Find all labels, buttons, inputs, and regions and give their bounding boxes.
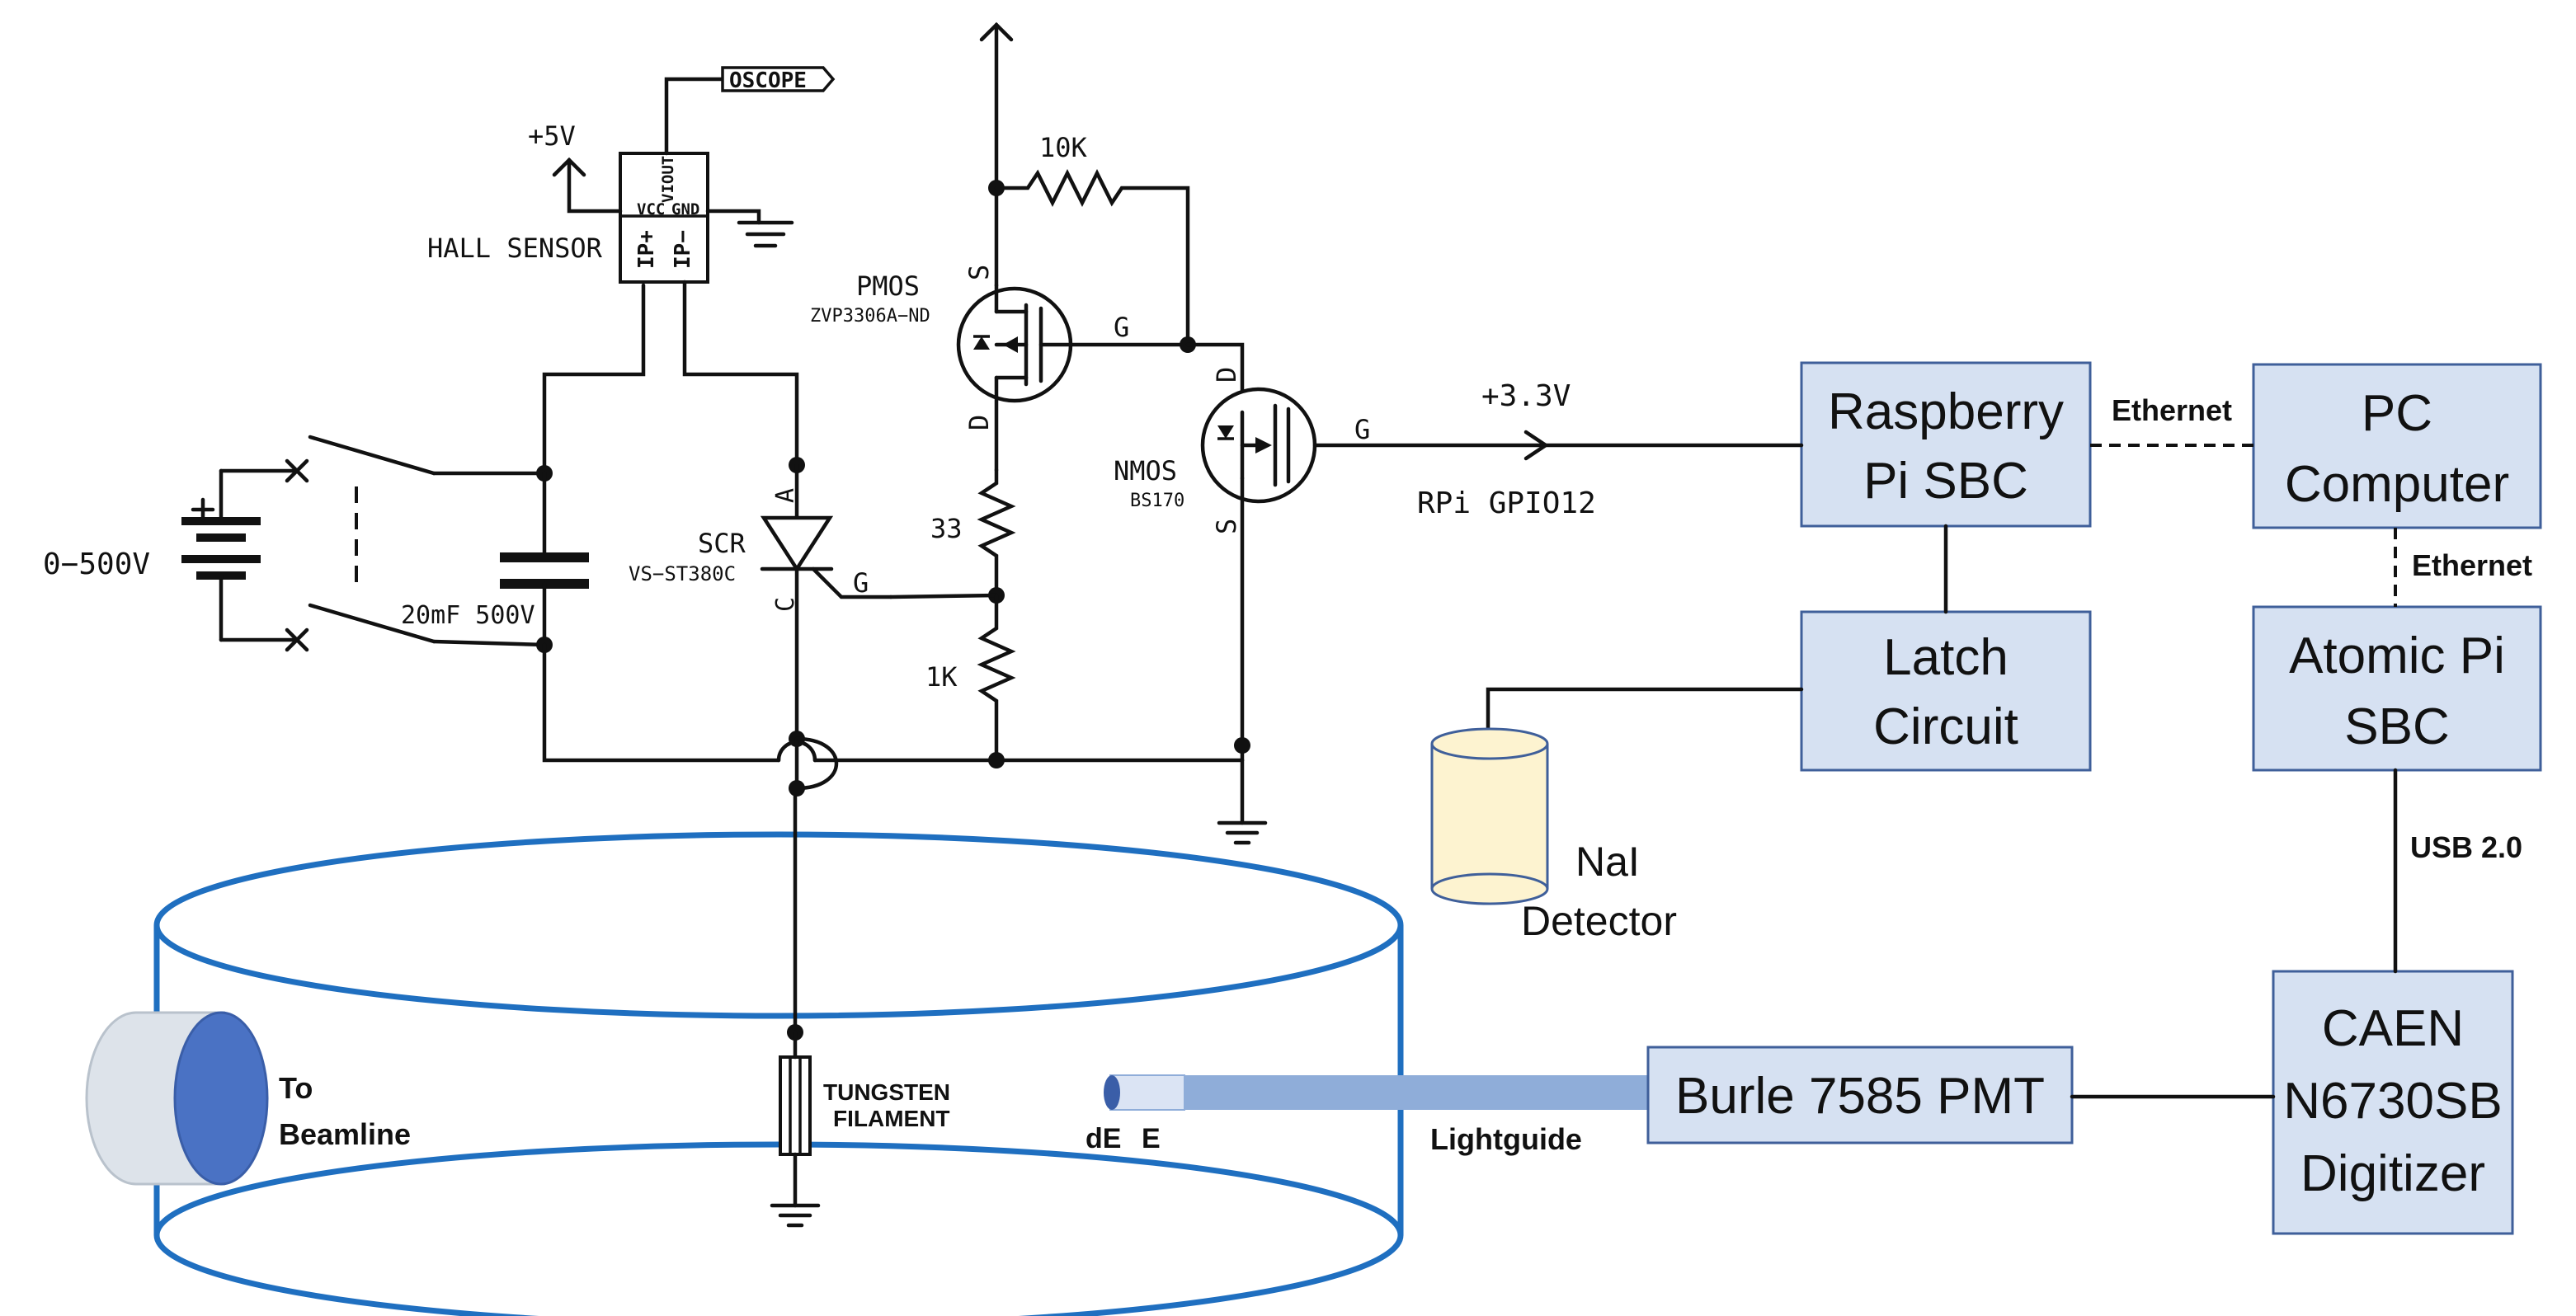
scr-cathode: C	[771, 597, 800, 612]
gpio-label: RPi GPIO12	[1417, 486, 1596, 520]
raspberry-label-2: Pi SBC	[1863, 453, 2028, 510]
raspberry-label-1: Raspberry	[1828, 383, 2064, 440]
hall-sensor	[619, 152, 709, 284]
nmos-part: BS170	[1130, 491, 1184, 511]
chamber-bottom-ellipse	[153, 1141, 1404, 1316]
beamline-label-2: Beamline	[279, 1117, 411, 1151]
nmos-gate: G	[1354, 414, 1370, 445]
atomic-pi-block[interactable]: Atomic Pi SBC	[2252, 605, 2542, 772]
usb-label: USB 2.0	[2410, 830, 2522, 864]
ethernet-label-h: Ethernet	[2112, 393, 2232, 427]
caen-digitizer-block[interactable]: CAEN N6730SB Digitizer	[2272, 970, 2514, 1235]
caen-label-1: CAEN	[2322, 1000, 2464, 1057]
chamber-top-ellipse	[153, 831, 1404, 1019]
hall-pin-gnd: GND	[671, 200, 699, 219]
pmos-name: PMOS	[856, 270, 920, 302]
pmt-label: Burle 7585 PMT	[1675, 1068, 2045, 1125]
nai-detector	[1430, 727, 1549, 905]
pc-computer-block[interactable]: PC Computer	[2252, 363, 2542, 529]
lightguide-label: Lightguide	[1430, 1122, 1582, 1156]
e-label: E	[1142, 1123, 1161, 1154]
capacitor-label: 20mF 500V	[401, 601, 535, 630]
r1k-label: 1K	[925, 661, 958, 693]
de-label: dE	[1085, 1123, 1121, 1154]
beamline-port	[85, 1011, 269, 1186]
hall-sensor-label: HALL SENSOR	[427, 233, 603, 264]
scr-anode: A	[771, 488, 800, 503]
battery	[181, 468, 299, 642]
vcc5-label: +5V	[528, 120, 576, 152]
scr-part: VS−ST380C	[629, 562, 736, 585]
nmos	[1200, 387, 1317, 504]
hall-pin-viout: VIOUT	[659, 156, 677, 203]
scr-gate: G	[853, 567, 869, 599]
capacitor	[500, 552, 589, 589]
pmos-gate: G	[1114, 312, 1129, 343]
r33-label: 33	[930, 513, 963, 544]
nai-label-1: NaI	[1575, 839, 1640, 885]
dpst-switch[interactable]	[285, 435, 436, 652]
beamline-label-1: To	[279, 1071, 313, 1105]
hall-pin-ip-plus: IP+	[634, 230, 659, 269]
oscope-label: OSCOPE	[729, 68, 807, 93]
lightguide	[1104, 1074, 1648, 1111]
oscope-tag	[721, 66, 836, 92]
pc-label-1: PC	[2362, 385, 2432, 442]
hall-pin-ip-minus: IP−	[671, 230, 695, 269]
nmos-name: NMOS	[1114, 455, 1177, 486]
nmos-source: S	[1211, 519, 1242, 534]
scr	[760, 463, 893, 741]
scr-name: SCR	[698, 528, 746, 559]
latch-circuit-block[interactable]: Latch Circuit	[1800, 610, 2092, 772]
pmos	[956, 283, 1073, 472]
tungsten-label-1: TUNGSTEN	[823, 1079, 950, 1105]
atomic-label-2: SBC	[2344, 698, 2449, 755]
supply-label: 0−500V	[43, 548, 150, 581]
r10k-label: 10K	[1039, 132, 1088, 163]
latch-label-1: Latch	[1883, 629, 2009, 686]
pmt-block[interactable]: Burle 7585 PMT	[1646, 1046, 2074, 1144]
caen-label-3: Digitizer	[2301, 1145, 2485, 1202]
caen-label-2: N6730SB	[2283, 1073, 2502, 1130]
nmos-drain: D	[1211, 367, 1242, 383]
raspberry-pi-block[interactable]: Raspberry Pi SBC	[1800, 361, 2092, 528]
tungsten-filament	[770, 786, 821, 1228]
tungsten-label-2: FILAMENT	[833, 1106, 950, 1131]
ethernet-label-v: Ethernet	[2412, 548, 2532, 582]
pmos-source: S	[963, 265, 995, 280]
pc-label-2: Computer	[2285, 456, 2509, 513]
v33-label: +3.3V	[1481, 379, 1571, 413]
latch-label-2: Circuit	[1873, 698, 2018, 755]
latch-nai-link	[1486, 687, 1804, 740]
nai-label-2: Detector	[1521, 898, 1677, 944]
atomic-label-1: Atomic Pi	[2289, 627, 2505, 684]
hall-pin-vcc: VCC	[637, 200, 665, 219]
pmos-drain: D	[963, 415, 995, 430]
pmos-part: ZVP3306A−ND	[810, 306, 930, 327]
